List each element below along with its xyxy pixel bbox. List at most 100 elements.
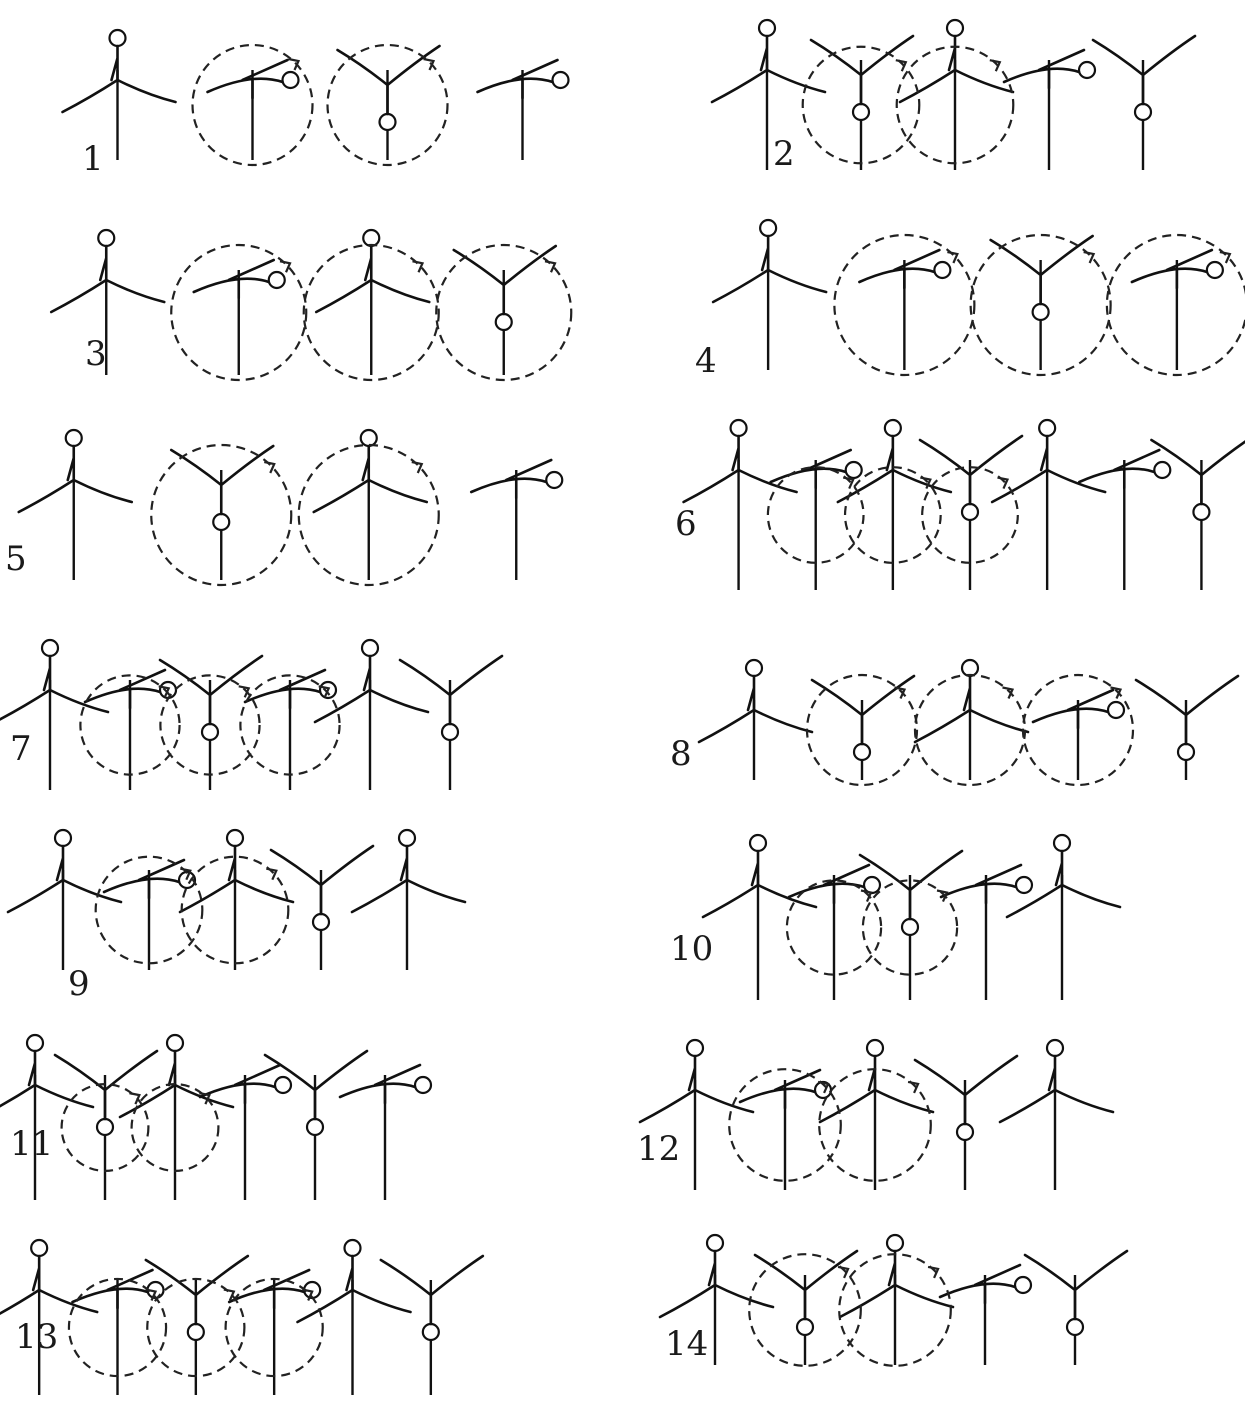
gymnast-figure — [0, 1035, 93, 1117]
sequence-number: 3 — [85, 334, 107, 374]
gymnast-figure — [55, 1051, 157, 1135]
sequence-5: 5 — [5, 430, 562, 585]
sequence-number: 9 — [68, 964, 90, 1004]
gymnast-figure — [640, 1040, 753, 1122]
gymnast-figure — [1093, 36, 1195, 120]
gymnast-figure — [755, 1251, 857, 1335]
gymnast-figure — [271, 846, 373, 930]
gymnast-figure — [208, 60, 299, 98]
sequence-number: 5 — [5, 539, 27, 579]
gymnast-figure — [0, 640, 108, 722]
sequence-8: 8 — [670, 660, 1238, 785]
direction-arrow — [1084, 252, 1094, 263]
direction-arrow — [264, 462, 274, 473]
direction-arrow — [545, 261, 555, 272]
direction-arrow — [239, 686, 249, 697]
direction-arrow — [280, 261, 290, 272]
direction-arrow — [997, 478, 1007, 489]
sequence-number: 11 — [10, 1124, 53, 1164]
gymnast-figure — [146, 1256, 248, 1340]
direction-arrow — [413, 261, 423, 272]
gymnast-figure — [1025, 1251, 1127, 1335]
gymnast-figure — [454, 246, 556, 330]
sequence-number: 6 — [675, 504, 697, 544]
sequence-4: 4 — [695, 220, 1245, 381]
direction-arrow — [928, 1267, 938, 1278]
gymnast-figure — [941, 865, 1032, 903]
gymnast-figure — [478, 60, 569, 98]
gymnast-figure — [381, 1256, 483, 1340]
sequence-number: 4 — [695, 341, 717, 381]
gymnast-figure — [200, 1065, 291, 1103]
direction-arrow — [990, 60, 1000, 71]
sequence-number: 8 — [670, 734, 692, 774]
gymnast-figure — [712, 20, 825, 102]
gymnast-figure — [915, 660, 1028, 742]
sequence-14: 14 — [660, 1235, 1127, 1366]
gymnast-figure — [703, 835, 816, 917]
sequence-7: 7 — [0, 640, 502, 790]
sequence-11: 11 — [0, 1035, 431, 1200]
gymnast-figure — [940, 1265, 1031, 1303]
gymnast-figure — [19, 430, 132, 512]
gymnast-figure — [1079, 450, 1170, 488]
gymnast-figure — [471, 460, 562, 498]
sequence-number: 14 — [665, 1324, 708, 1364]
gymnast-figure — [8, 830, 121, 912]
gymnast-figure — [991, 236, 1093, 320]
direction-arrow — [266, 869, 276, 880]
direction-arrow — [412, 462, 422, 473]
gymnast-figure — [713, 220, 826, 302]
gymnast-figure — [194, 260, 285, 298]
gymnast-figure — [820, 1040, 933, 1122]
gymnast-figure — [0, 1240, 97, 1322]
sequence-1: 1 — [63, 30, 569, 179]
sequence-number: 13 — [15, 1317, 58, 1357]
gymnast-figure — [400, 656, 502, 740]
gymnast-figure — [171, 446, 273, 530]
sequence-12: 12 — [637, 1040, 1113, 1190]
gymnast-figure — [699, 660, 812, 742]
gymnast-figure — [859, 250, 950, 288]
direction-arrow — [129, 1093, 139, 1104]
direction-arrow — [908, 1082, 918, 1093]
gymnast-figure — [920, 436, 1022, 520]
gymnast-figure — [684, 420, 797, 502]
gymnast-figure — [315, 640, 428, 722]
direction-arrow — [838, 1267, 848, 1278]
gymnast-figure — [120, 1035, 233, 1117]
direction-arrow — [947, 252, 957, 263]
gymnast-figure — [352, 830, 465, 912]
gymnast-figure — [1000, 1040, 1113, 1122]
sequence-3: 3 — [51, 230, 571, 380]
gymnast-figure — [340, 1065, 431, 1103]
gymnast-figure — [771, 450, 862, 488]
gymnast-figure — [160, 656, 262, 740]
direction-arrow — [289, 59, 299, 70]
gymnast-figure — [740, 1070, 831, 1108]
gymnast-figure — [992, 420, 1105, 502]
sequence-number: 12 — [637, 1129, 680, 1169]
sequence-number: 7 — [10, 729, 32, 769]
gymnast-figure — [1136, 676, 1238, 760]
direction-arrow — [1003, 688, 1013, 699]
sequence-6: 6 — [675, 420, 1245, 590]
direction-arrow — [861, 891, 871, 902]
gymnast-figure — [316, 230, 429, 312]
direction-arrow — [224, 1290, 234, 1301]
gymnast-figure — [314, 430, 427, 512]
direction-arrow — [896, 60, 906, 71]
gymnast-figure — [298, 1240, 411, 1322]
gymnast-figure — [63, 30, 176, 112]
gymnast-figure — [1004, 50, 1095, 88]
gymnast-figure — [1033, 690, 1124, 728]
gymnast-figure — [660, 1235, 773, 1317]
gymnast-figure — [51, 230, 164, 312]
direction-arrow — [843, 478, 853, 489]
direction-arrow — [424, 59, 434, 70]
sequence-13: 13 — [0, 1240, 483, 1395]
sequence-2: 2 — [712, 20, 1195, 174]
sequence-number: 10 — [670, 929, 713, 969]
sequence-10: 10 — [670, 835, 1120, 1000]
